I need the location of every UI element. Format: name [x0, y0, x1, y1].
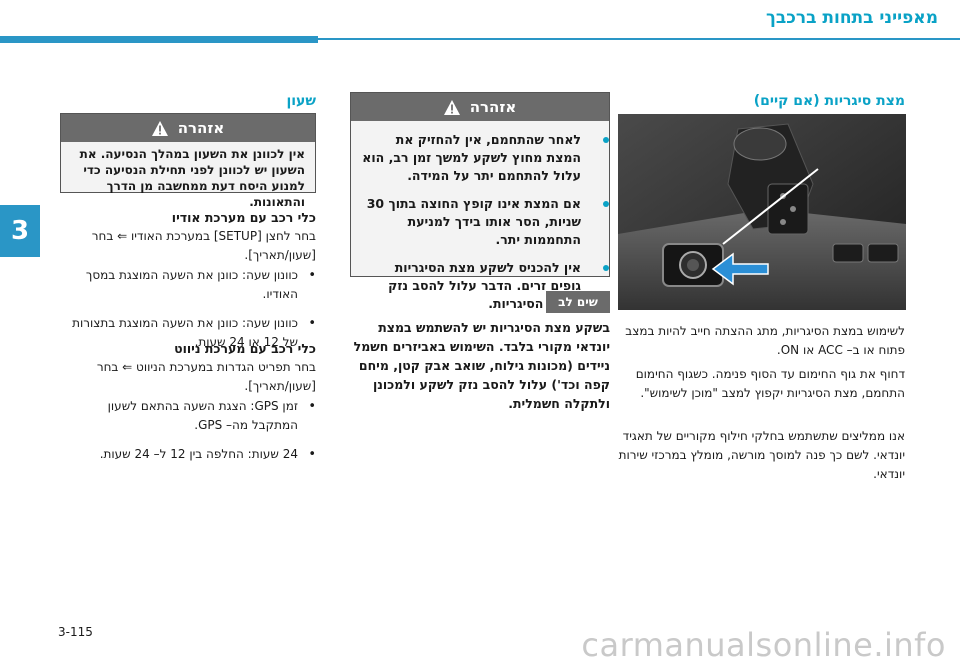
cigarette-lighter-title: מצת סיגריות (אם קיים) — [753, 93, 905, 109]
lighter-paragraph-1: לשימוש במצת הסיגריות, מתג ההצתה חייב להי… — [625, 324, 905, 357]
lighter-warning-box: אזהרה לאחר שהתחמם, אין להחזיק את המצת מח… — [350, 92, 610, 311]
warning-label: אזהרה — [469, 98, 517, 116]
clock-warning-header: אזהרה — [61, 114, 315, 142]
note-text: בשקע מצת הסיגריות יש להשתמש במצת יונדאי … — [353, 320, 610, 411]
navigation-bullets: זמן GPS: הצגת השעה בהתאם לשעון המתקבל מה… — [60, 397, 316, 474]
audio-section-title: כלי רכב עם מערכת אודיו — [171, 210, 316, 225]
lighter-warning-header: אזהרה — [351, 93, 609, 121]
cigarette-lighter-photo — [618, 114, 906, 310]
audio-section-text: בחר לחצן [SETUP] במערכת האודיו ⇐ בחר [שע… — [91, 229, 316, 262]
lighter-warning-list: לאחר שהתחמם, אין להחזיק את המצת מחוץ לשק… — [351, 121, 609, 329]
warning-icon — [443, 99, 460, 115]
header-divider — [0, 38, 960, 40]
lighter-illustration — [618, 114, 906, 310]
header-title: מאפייני בתחות ברכבך — [766, 8, 938, 28]
navigation-bullet: זמן GPS: הצגת השעה בהתאם לשעון המתקבל מה… — [60, 397, 316, 435]
audio-bullet: כוונון שעה: כוונן את השעה המוצגת במסך הא… — [60, 266, 316, 304]
audio-bullets: כוונון שעה: כוונן את השעה המוצגת במסך הא… — [60, 266, 316, 362]
note-tag: שים לב — [546, 291, 610, 313]
navigation-bullet: 24 שעות: החלפה בין 12 ל– 24 שעות. — [60, 445, 316, 464]
header-accent-bar — [0, 36, 318, 43]
navigation-section-title: כלי רכב עם מערכת ניווט — [174, 341, 316, 356]
navigation-section-text: בחר תפריט הגדרות במערכת הניווט ⇐ בחר [שע… — [96, 360, 316, 393]
lighter-paragraph-3: אנו ממליצים שתשתמש בחלקי חילוף מקוריים ש… — [618, 429, 905, 481]
clock-title: שעון — [286, 93, 316, 109]
warning-item: לאחר שהתחמם, אין להחזיק את המצת מחוץ לשק… — [361, 131, 609, 185]
page-number: 3-115 — [58, 625, 93, 639]
warning-icon — [151, 120, 168, 136]
lighter-paragraph-2: דחוף את גוף החימום עד הסוף פנימה. כשגוף … — [635, 367, 905, 400]
watermark: carmanualsonline.info — [581, 626, 946, 664]
chapter-tab: 3 — [0, 205, 40, 257]
warning-label: אזהרה — [177, 119, 225, 137]
clock-warning-text: אין לכוונן את השעון במהלך הנסיעה. את השע… — [79, 147, 305, 209]
audio-bullet: כוונון שעה: כוונן את השעה המוצגת בתצורות… — [60, 314, 316, 352]
warning-item: אם המצת אינו קופץ החוצה בתוך 30 שניות, ה… — [361, 195, 609, 249]
clock-warning-box: אזהרה אין לכוונן את השעון במהלך הנסיעה. … — [60, 113, 316, 209]
